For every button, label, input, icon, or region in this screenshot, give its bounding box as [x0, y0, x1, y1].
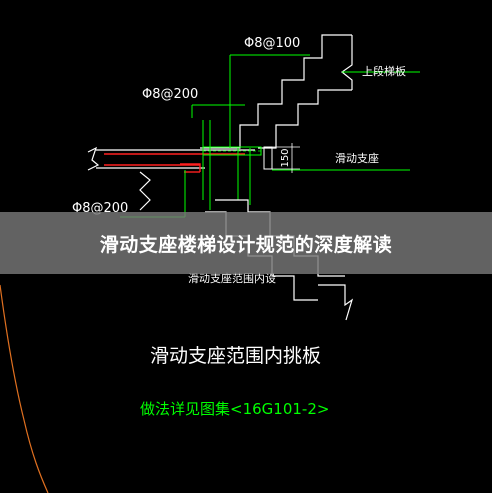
upper-flight-label: 上段梯板: [362, 64, 406, 78]
rebar-label-mid: Φ8@200: [142, 87, 198, 102]
upper-stair-bottom-outline: [258, 89, 352, 149]
support-end-block: [263, 146, 273, 170]
banner-title: 滑动支座楼梯设计规范的深度解读: [99, 233, 393, 256]
partial-hidden-label: 滑动支座范围内设: [188, 271, 276, 285]
break-line-upper: [340, 35, 353, 90]
sliding-support-label: 滑动支座: [335, 151, 379, 165]
rebar-label-top: Φ8@100: [244, 36, 300, 51]
break-line-left-lower: [139, 171, 151, 211]
detail-reference-label: 做法详见图集<16G101-2>: [140, 400, 329, 418]
dimension-label: 150: [280, 148, 291, 167]
upper-stair-top-outline: [200, 34, 352, 149]
break-line-left: [87, 146, 100, 171]
range-note-label: 滑动支座范围内挑板: [150, 345, 321, 367]
break-line-lower: [318, 284, 354, 321]
title-banner: 滑动支座楼梯设计规范的深度解读: [0, 212, 492, 274]
boundary-curve: [0, 284, 49, 493]
rebar-hook: [180, 163, 201, 172]
